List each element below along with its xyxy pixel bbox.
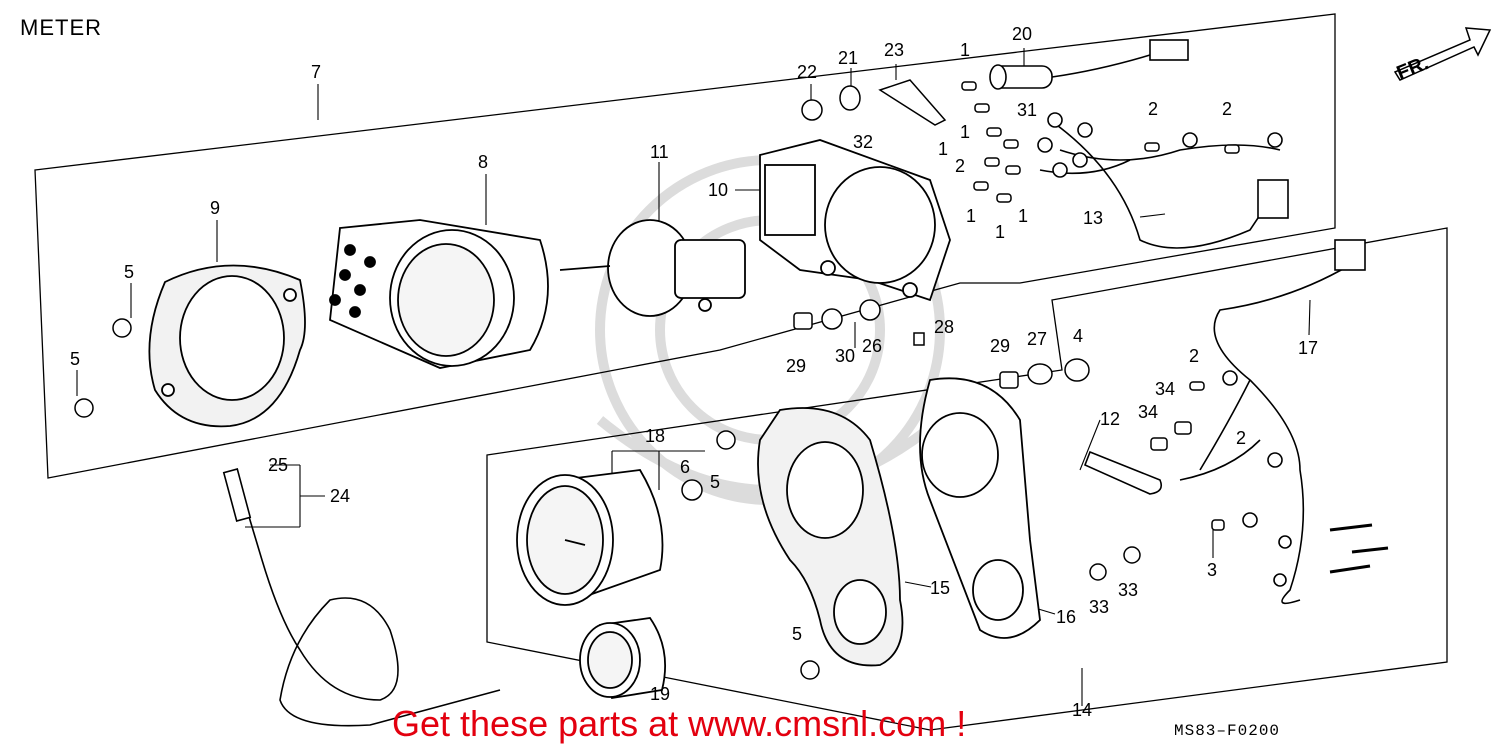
callout-31: 31 (1017, 100, 1037, 120)
leader-lines (76, 48, 1311, 706)
callout-5a: 5 (124, 262, 134, 282)
part-11-meter-unit (559, 219, 746, 317)
assembly-outline-14 (486, 227, 1448, 731)
callout-labels: 7 8 9 11 10 5 5 5 5 22 21 23 20 1 1 1 1 … (70, 24, 1318, 720)
callout-5b: 5 (70, 349, 80, 369)
callout-2a: 2 (955, 156, 965, 176)
part-16-bracket (919, 377, 1041, 639)
part-17-wire-harness (1179, 239, 1389, 605)
callout-16: 16 (1056, 607, 1076, 627)
small-parts (74, 79, 1240, 680)
callout-4: 4 (1073, 326, 1083, 346)
callout-10: 10 (708, 180, 728, 200)
callout-1b: 1 (960, 122, 970, 142)
diagram-title: METER (20, 15, 102, 40)
callout-34a: 34 (1155, 379, 1175, 399)
callout-1f: 1 (1018, 206, 1028, 226)
part-9-gasket (148, 264, 306, 428)
callout-15: 15 (930, 578, 950, 598)
part-20-socket (989, 39, 1189, 90)
callout-17: 17 (1298, 338, 1318, 358)
callout-2d: 2 (1189, 346, 1199, 366)
callout-34b: 34 (1138, 402, 1158, 422)
callout-12: 12 (1100, 409, 1120, 429)
part-18-tachometer (516, 469, 664, 606)
callout-33b: 33 (1118, 580, 1138, 600)
part-12-clamp (1083, 450, 1163, 495)
callout-29b: 29 (990, 336, 1010, 356)
callout-27: 27 (1027, 329, 1047, 349)
callout-7: 7 (311, 62, 321, 82)
diagram-code: MS83–F0200 (1174, 722, 1281, 740)
assembly-outline-7 (34, 13, 1336, 479)
direction-label: FR. (1394, 52, 1432, 84)
part-13-wire-harness (1037, 112, 1289, 249)
callout-9: 9 (210, 198, 220, 218)
callout-5d: 5 (792, 624, 802, 644)
callout-30: 30 (835, 346, 855, 366)
callout-11: 11 (650, 142, 669, 162)
callout-18: 18 (645, 426, 665, 446)
part-24-cable (222, 468, 501, 727)
callout-1d: 1 (966, 206, 976, 226)
callout-19: 19 (650, 684, 670, 704)
callout-22: 22 (797, 62, 817, 82)
callout-8: 8 (478, 152, 488, 172)
callout-1a: 1 (960, 40, 970, 60)
callout-33a: 33 (1089, 597, 1109, 617)
callout-26: 26 (862, 336, 882, 356)
callout-2e: 2 (1236, 428, 1246, 448)
callout-5c: 5 (710, 472, 720, 492)
callout-23: 23 (884, 40, 904, 60)
front-direction-arrow: FR. (1394, 27, 1492, 85)
callout-25: 25 (268, 455, 288, 475)
callout-20: 20 (1012, 24, 1032, 44)
callout-13: 13 (1083, 208, 1103, 228)
part-15-gasket (757, 407, 904, 667)
callout-2c: 2 (1222, 99, 1232, 119)
part-19-gauge (579, 617, 667, 700)
callout-2b: 2 (1148, 99, 1158, 119)
watermark-link[interactable]: Get these parts at www.cmsnl.com ! (392, 703, 967, 744)
part-8-meter-case (329, 219, 549, 369)
callout-29a: 29 (786, 356, 806, 376)
callout-21: 21 (838, 48, 858, 68)
part-10-meter-housing (759, 139, 951, 302)
callout-6: 6 (680, 457, 690, 477)
callout-24: 24 (330, 486, 350, 506)
callout-1c: 1 (938, 139, 948, 159)
callout-32: 32 (853, 132, 873, 152)
callout-1e: 1 (995, 222, 1005, 242)
callout-3: 3 (1207, 560, 1217, 580)
callout-28: 28 (934, 317, 954, 337)
callout-14: 14 (1072, 700, 1092, 720)
